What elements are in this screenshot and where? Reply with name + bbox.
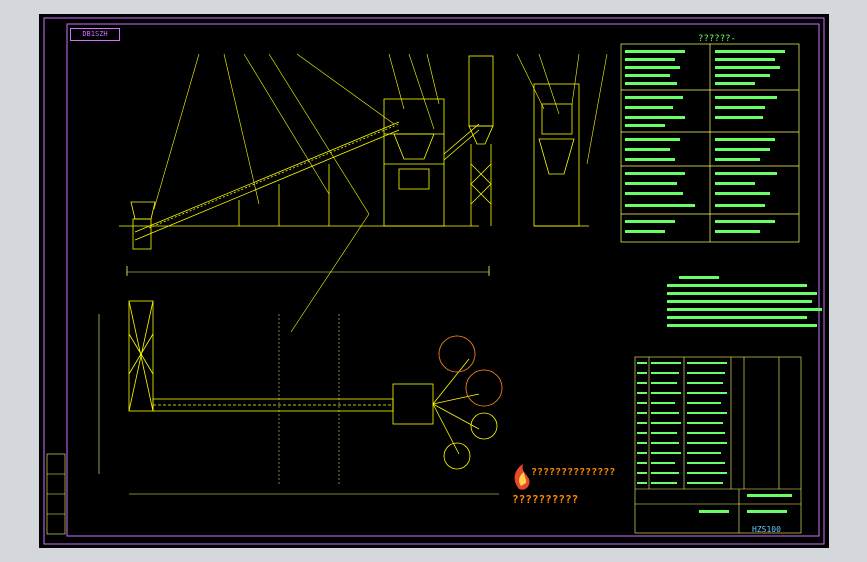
watermark-subtext: ??????????	[512, 493, 579, 506]
outer-frame	[43, 17, 825, 545]
inner-frame	[66, 23, 820, 537]
flame-icon	[514, 464, 530, 490]
parts-list	[634, 356, 802, 534]
cad-viewport[interactable]: DB1SZH ??????- ?????????????? ??????????…	[39, 14, 829, 548]
spec-table	[620, 43, 800, 243]
belt-conveyor-upper	[134, 121, 400, 233]
margin-block	[46, 453, 66, 535]
cad-drawing	[43, 17, 825, 545]
aggregate-hopper	[130, 201, 156, 220]
mixing-tower	[383, 98, 445, 227]
elevation-view	[119, 53, 608, 333]
plan-view	[98, 300, 503, 495]
spec-table-text	[625, 50, 785, 233]
cement-silo	[468, 55, 494, 127]
spec-table-title: ??????-	[698, 34, 736, 44]
hopper-plan	[128, 300, 154, 412]
parts-list-text	[637, 362, 792, 513]
silo-plan-4	[443, 442, 471, 470]
mixer-plan	[392, 383, 434, 425]
belt-conveyor-lower	[134, 129, 400, 241]
drawing-code: DB1SZH	[70, 28, 120, 41]
watermark-text: ??????????????	[531, 467, 616, 478]
silo-plan-3	[470, 412, 498, 440]
hopper-support	[132, 218, 152, 250]
model-label: HZS100	[752, 525, 781, 534]
technical-notes	[667, 276, 822, 327]
